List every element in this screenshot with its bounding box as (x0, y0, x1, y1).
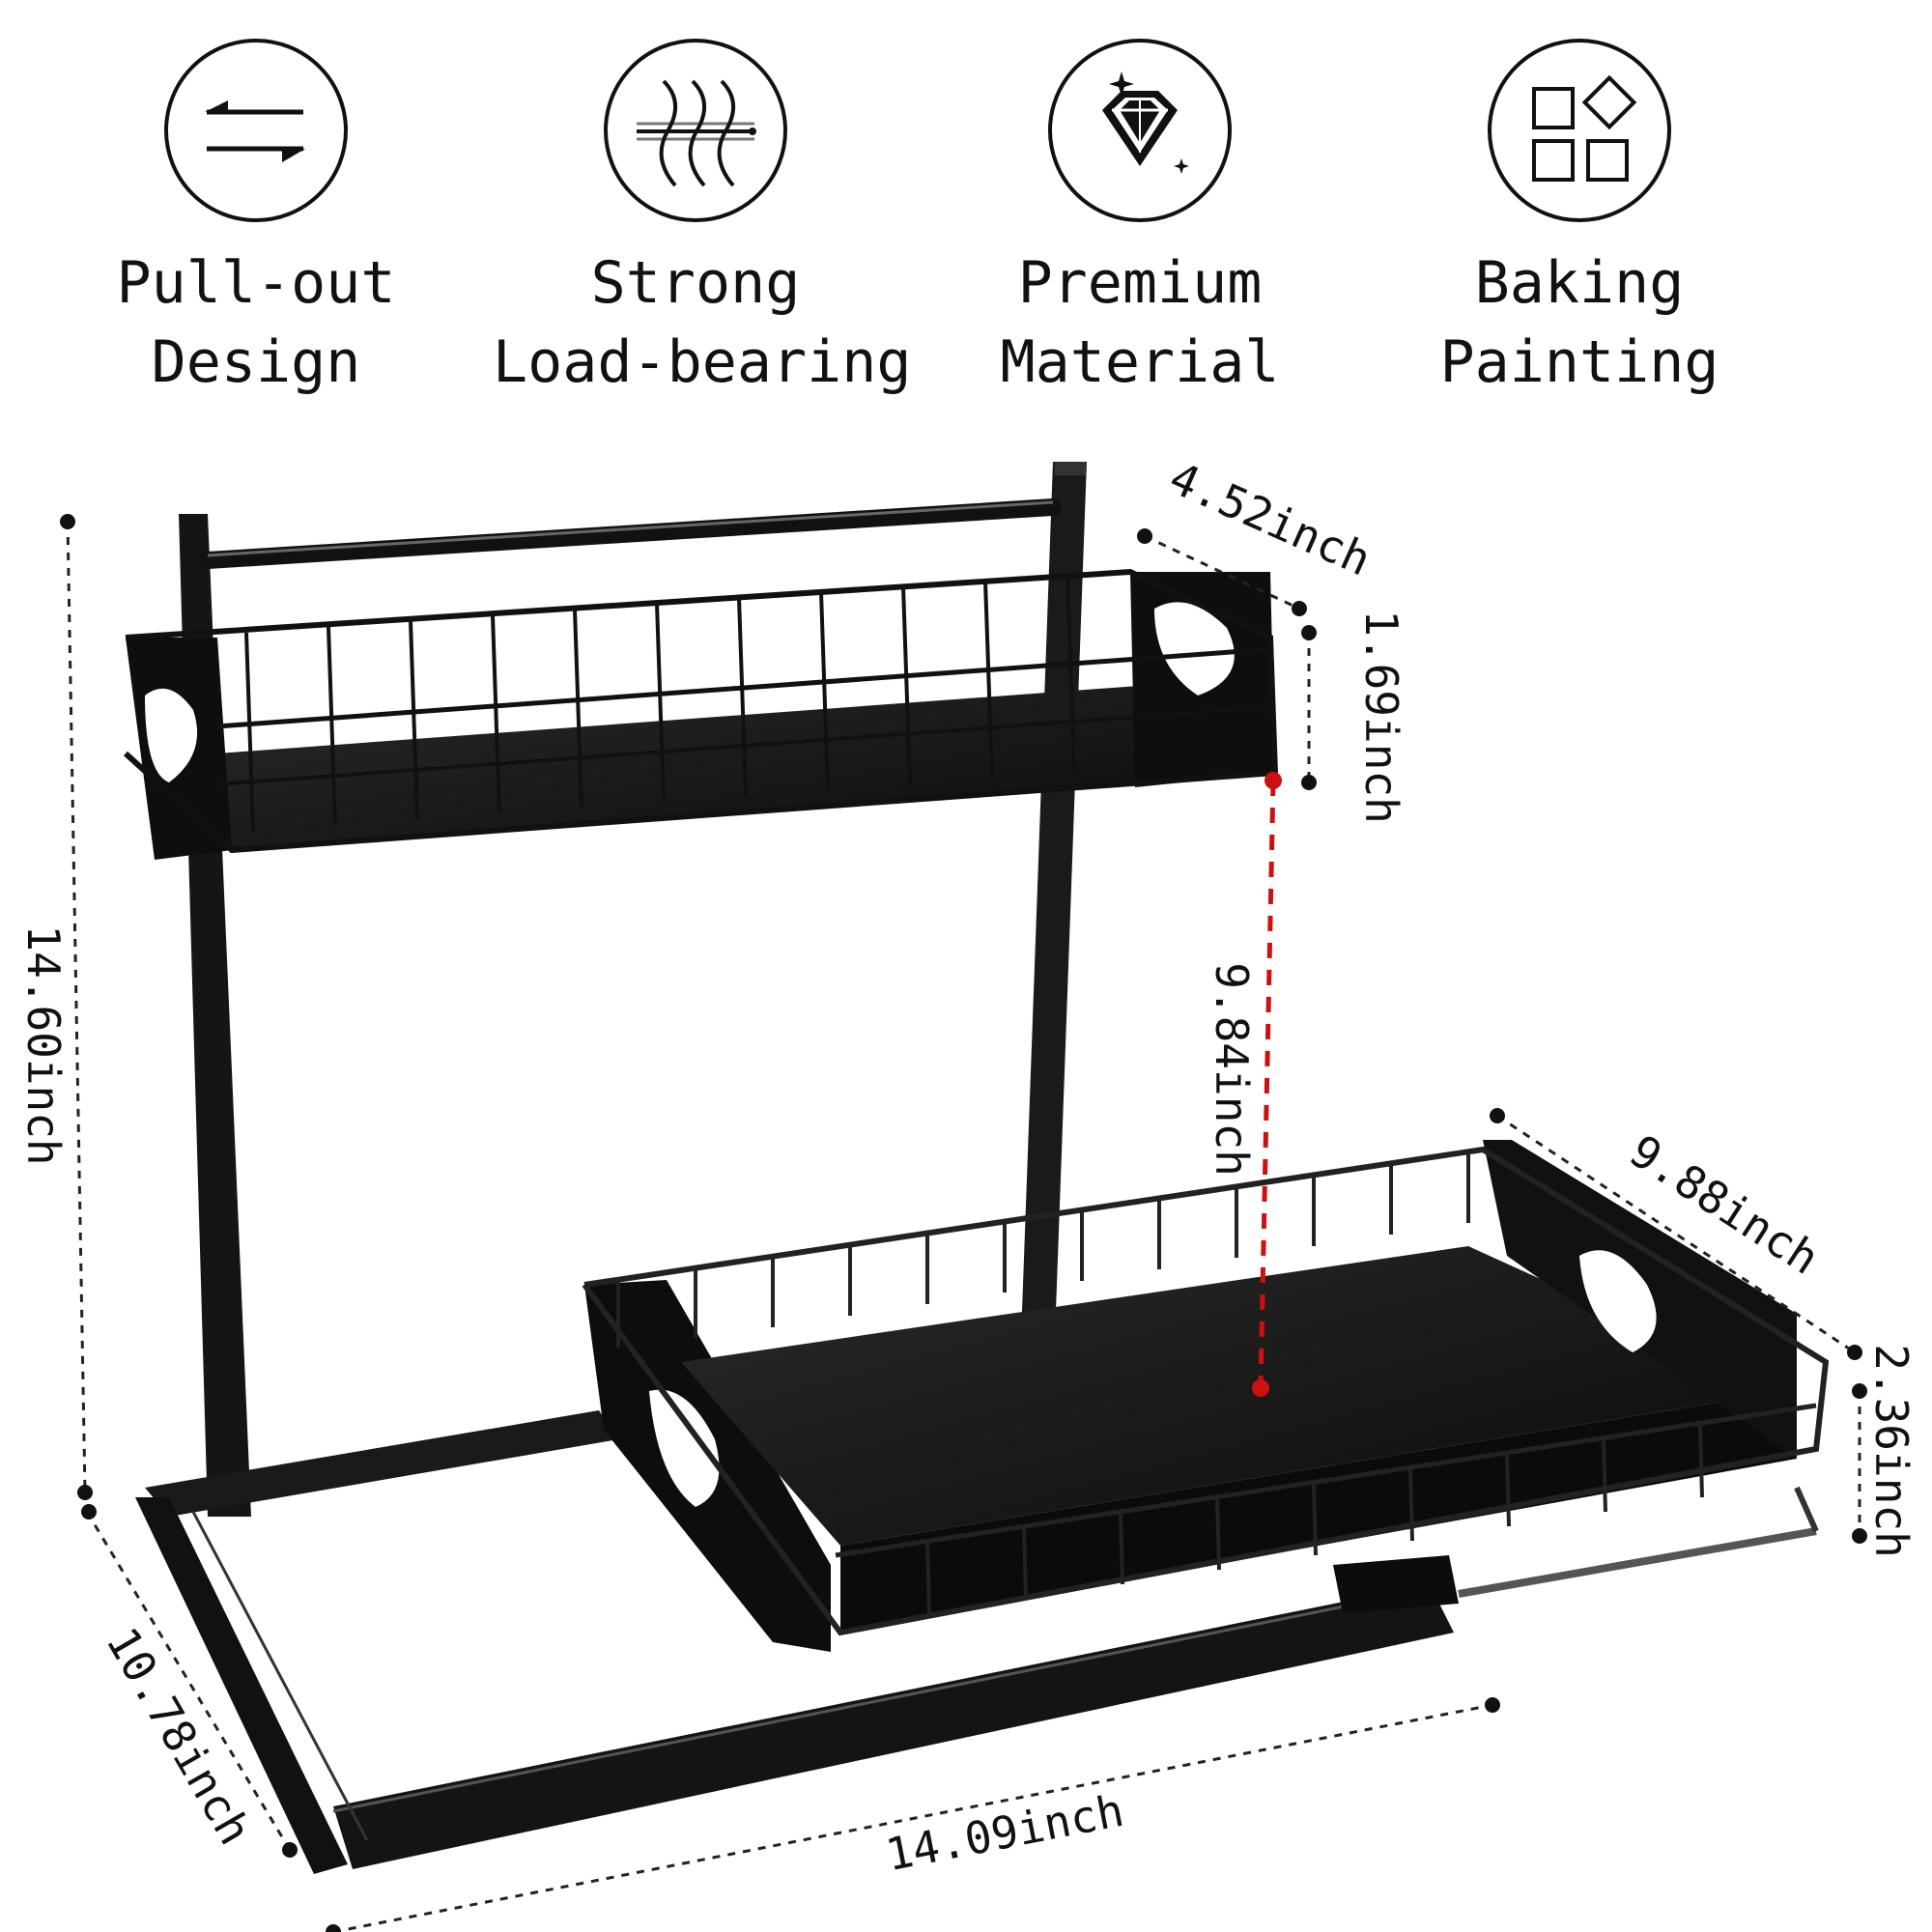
feature-label-line1: Premium (1017, 249, 1263, 317)
feature-load-bearing: Strong Load-bearing (493, 39, 912, 402)
feature-label-line2: Material (1000, 328, 1280, 396)
shelf-gap-marker (1252, 772, 1282, 1397)
load-bearing-waves-icon (637, 79, 756, 187)
dimension-guides (66, 521, 1861, 1932)
dim-top-basket-height: 1.69inch (1355, 610, 1407, 824)
feature-label-line2: Design (151, 328, 361, 396)
base-frame (135, 1410, 1817, 1874)
top-rail (199, 498, 1062, 569)
feature-label-line1: Baking (1474, 249, 1685, 317)
feature-label-line2: Painting (1439, 328, 1719, 396)
dim-bottom-basket-height: 2.36inch (1865, 1344, 1918, 1558)
feature-pull-out: Pull-out Design (53, 39, 459, 402)
dim-total-height: 14.60inch (17, 924, 70, 1166)
bottom-drawer-basket (582, 1140, 1830, 1652)
feature-circle (604, 39, 787, 222)
top-basket (123, 568, 1279, 860)
diamond-icon (1102, 71, 1189, 174)
feature-baking-painting: Baking Painting (1377, 39, 1782, 402)
feature-premium-material: Premium Material (937, 39, 1343, 402)
feature-label-line1: Strong (590, 249, 801, 317)
squares-icon (1532, 74, 1637, 182)
dim-shelf-gap: 9.84inch (1206, 962, 1258, 1177)
pull-out-arrows-icon (205, 100, 305, 162)
feature-label-line1: Pull-out (116, 249, 396, 317)
feature-circle (164, 39, 348, 222)
feature-circle (1048, 39, 1232, 222)
feature-label-line2: Load-bearing (493, 328, 912, 396)
feature-circle (1488, 39, 1671, 222)
dimension-endpoints (60, 514, 1867, 1932)
